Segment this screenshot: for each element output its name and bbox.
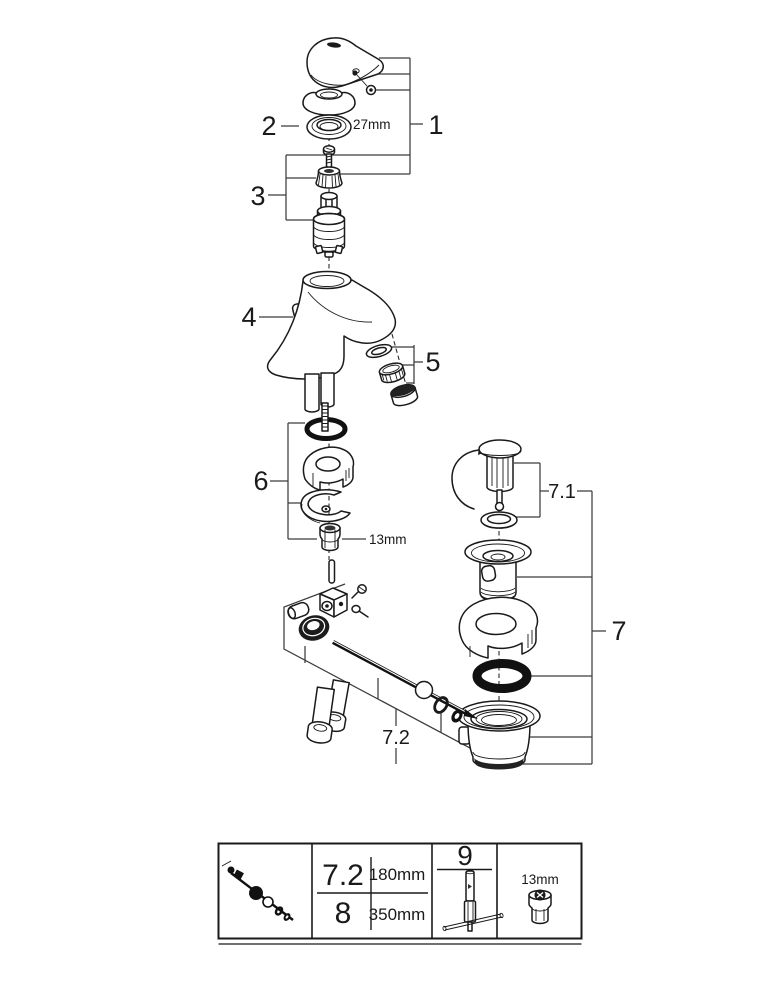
escutcheon-ring bbox=[306, 114, 352, 140]
callout-lines-1 bbox=[340, 57, 423, 175]
cartridge-screw bbox=[322, 145, 336, 170]
callout-7: 7 bbox=[611, 616, 626, 646]
mounting-wedge bbox=[302, 446, 355, 491]
dim-27mm-label: 27mm bbox=[353, 117, 391, 132]
drain-o-ring bbox=[472, 659, 532, 693]
pivot-pin bbox=[328, 559, 336, 584]
table-ref-8: 8 bbox=[335, 897, 352, 930]
popup-rod-assembly bbox=[287, 559, 478, 723]
mounting-tool-icon bbox=[442, 869, 504, 932]
supply-hose-ends bbox=[306, 679, 350, 744]
callout-lines-3 bbox=[268, 154, 410, 221]
socket-13mm-icon bbox=[528, 889, 552, 925]
table-rod-thumbnail bbox=[221, 860, 294, 921]
table-len-350: 350mm bbox=[369, 905, 426, 924]
supply-hoses-upper bbox=[304, 372, 335, 413]
callout-lines-6 bbox=[270, 422, 366, 540]
cartridge-cap-nut bbox=[315, 166, 343, 189]
aerator-set bbox=[365, 343, 419, 407]
mounting-nut bbox=[319, 522, 341, 552]
rod-bushing bbox=[287, 601, 310, 620]
rod-screw-upper bbox=[351, 584, 367, 599]
callout-6: 6 bbox=[253, 466, 268, 496]
callout-3: 3 bbox=[250, 181, 265, 211]
table-tool-ref-9: 9 bbox=[457, 840, 473, 871]
parts-table: 7.2 180mm 8 350mm 9 13mm bbox=[217, 840, 583, 945]
callout-lines-7-1 bbox=[514, 462, 592, 518]
callout-lines-7 bbox=[517, 491, 606, 764]
rod-washer bbox=[451, 709, 463, 723]
callout-7-2: 7.2 bbox=[382, 727, 410, 749]
drain-flange bbox=[464, 539, 532, 602]
popup-plug bbox=[451, 439, 522, 512]
table-tool-cell: 9 bbox=[437, 840, 504, 932]
lever-handle bbox=[306, 37, 384, 88]
handle-dome-cap bbox=[302, 88, 356, 116]
callout-lines-7-2 bbox=[283, 583, 592, 765]
callout-1: 1 bbox=[428, 110, 443, 140]
callout-2: 2 bbox=[261, 111, 276, 141]
dim-13mm-label: 13mm bbox=[369, 532, 407, 547]
threaded-stud bbox=[321, 402, 329, 432]
horseshoe-washer bbox=[300, 489, 351, 524]
callout-5: 5 bbox=[425, 347, 440, 377]
table-len-180: 180mm bbox=[369, 865, 426, 884]
callout-7-1: 7.1 bbox=[548, 481, 576, 503]
table-socket-size: 13mm bbox=[521, 872, 559, 887]
drain-body bbox=[457, 700, 541, 770]
faucet-body bbox=[266, 270, 397, 380]
rod-o-ring bbox=[433, 696, 449, 714]
callout-4: 4 bbox=[241, 302, 256, 332]
table-ref-7-2: 7.2 bbox=[322, 859, 364, 892]
handle-screw bbox=[352, 70, 377, 96]
rod-ball bbox=[414, 680, 434, 700]
callout-lines-5 bbox=[392, 345, 423, 384]
drain-wedge-gasket bbox=[458, 596, 539, 659]
cartridge bbox=[312, 191, 346, 258]
table-socket-cell: 13mm bbox=[521, 872, 559, 925]
plug-seal-ring bbox=[480, 511, 518, 529]
rod-screw-lower bbox=[351, 604, 369, 618]
lift-rod bbox=[332, 640, 467, 715]
knurled-nut bbox=[298, 615, 330, 641]
